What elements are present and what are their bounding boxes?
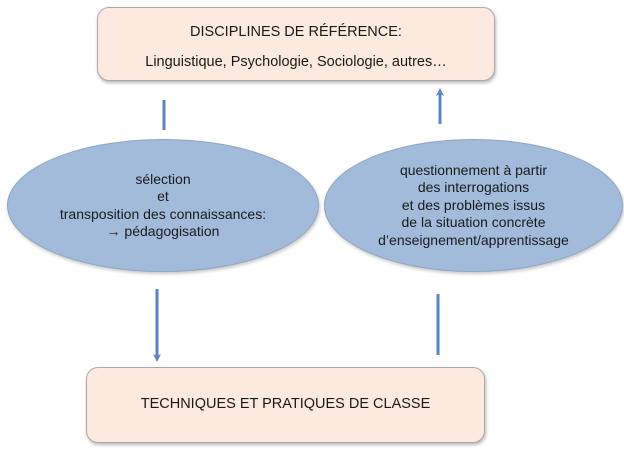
classroom-practices-box: TECHNIQUES ET PRATIQUES DE CLASSE xyxy=(86,367,485,443)
classroom-practices-title: TECHNIQUES ET PRATIQUES DE CLASSE xyxy=(140,396,431,412)
reference-disciplines-list: Linguistique, Psychologie, Sociologie, a… xyxy=(145,54,447,70)
ellipse-text-line: d’enseignement/apprentissage xyxy=(378,231,569,248)
ellipse-text-line: sélection xyxy=(135,170,191,187)
ellipse-text-line: et des problèmes issus xyxy=(401,196,546,213)
selection-transposition-ellipse: sélection et transposition des connaissa… xyxy=(7,139,319,272)
reference-disciplines-title: DISCIPLINES DE RÉFÉRENCE: xyxy=(190,24,402,40)
ellipse-text-line: des interrogations xyxy=(417,179,530,196)
questioning-ellipse: questionnement à partir des interrogatio… xyxy=(324,139,623,272)
ellipse-text-line: → pédagogisation xyxy=(106,223,220,239)
ellipse-text-line: et xyxy=(157,188,169,204)
ellipse-text-line: questionnement à partir xyxy=(399,161,548,178)
ellipse-text-line: transposition des connaissances: xyxy=(59,205,267,222)
reference-disciplines-box: DISCIPLINES DE RÉFÉRENCE: Linguistique, … xyxy=(97,7,495,81)
ellipse-text-line: de la situation concrète xyxy=(401,214,546,231)
